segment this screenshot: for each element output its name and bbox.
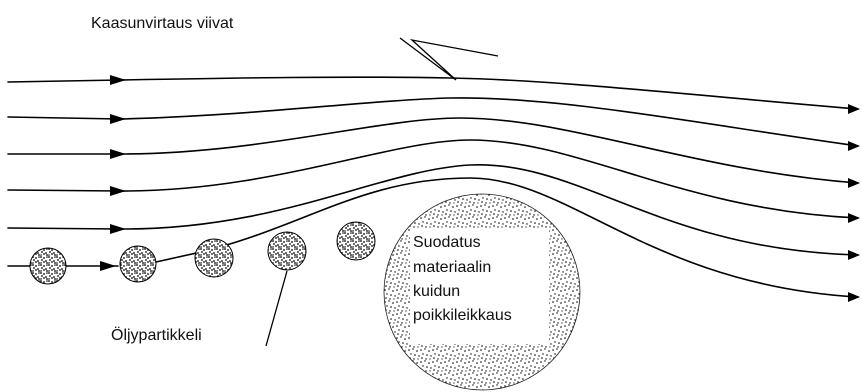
streamline-4 — [8, 140, 858, 218]
oil-particles — [30, 222, 375, 284]
oil-particle — [120, 246, 156, 282]
oil-particle-pointer — [266, 271, 287, 346]
oil-particle — [195, 239, 233, 277]
oil-particle — [337, 222, 375, 260]
fiber-label-line-3: kuidun — [413, 283, 460, 300]
gas-flow-lines-label: Kaasunvirtaus viivat — [91, 15, 234, 32]
streamline-2 — [8, 98, 858, 146]
oil-particle — [268, 232, 306, 270]
fiber-label-line-4: poikkileikkaus — [413, 307, 512, 324]
oil-particle-label: Öljypartikkeli — [111, 326, 202, 344]
streamline-1 — [8, 77, 858, 109]
arrowhead-icon — [848, 104, 860, 302]
arrowhead-icon — [100, 75, 126, 271]
fiber-label-line-1: Suodatus — [413, 234, 481, 251]
oil-particle — [30, 248, 66, 284]
gas-flow-pointer — [400, 38, 498, 80]
fiber-label-line-2: materiaalin — [413, 259, 491, 276]
